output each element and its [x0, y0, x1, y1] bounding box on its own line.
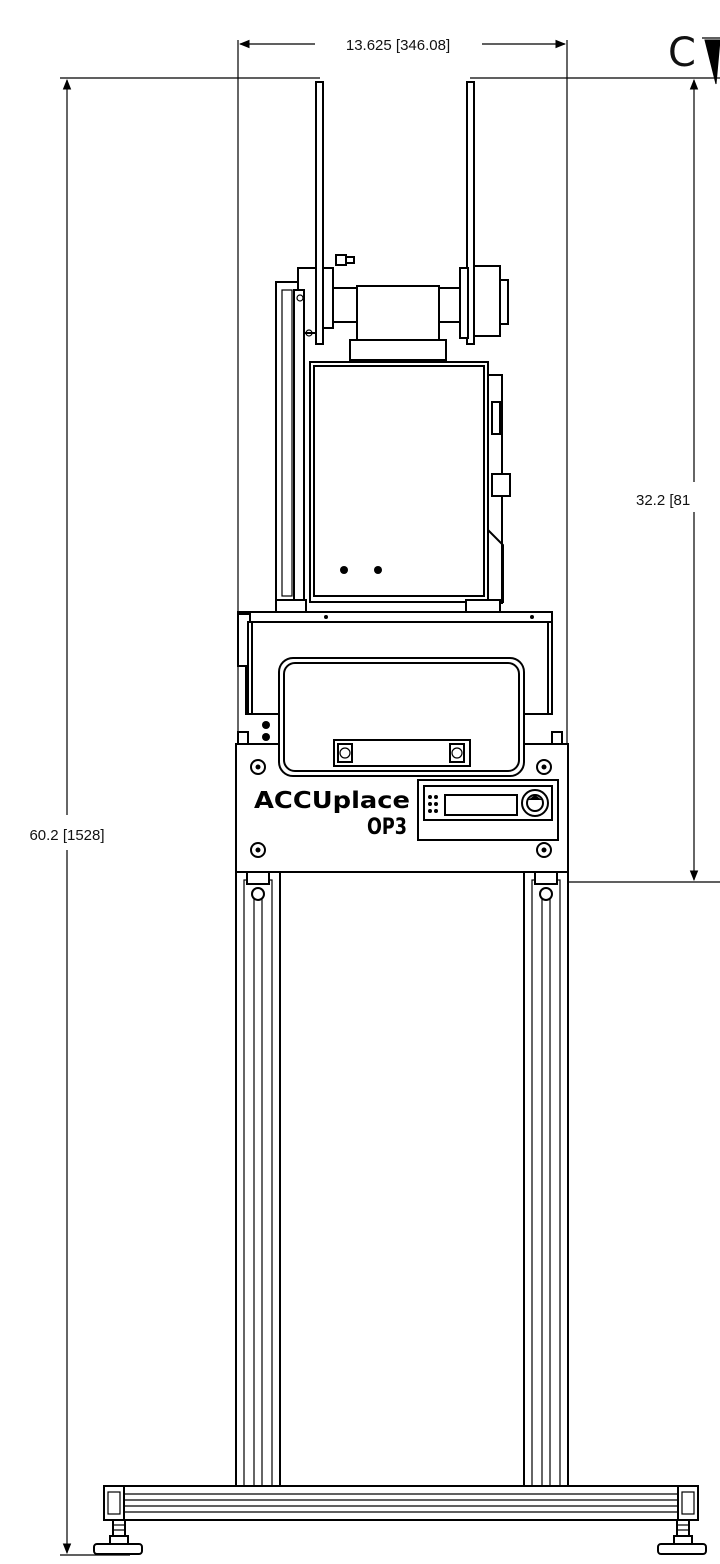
width-dimension-label: 13.625 [346.08]: [346, 37, 450, 54]
control-display-panel: [417, 779, 559, 841]
model-logo: OP3: [367, 815, 407, 840]
section-letter: C: [668, 30, 696, 76]
side-guide: [275, 281, 313, 603]
base-rail: [103, 1485, 699, 1521]
mounting-screws: [250, 759, 552, 858]
height-dimension: 60.2 [1528]: [29, 77, 320, 1556]
section-marker: C: [668, 30, 720, 85]
height-dimension-label: 60.2 [1528]: [29, 827, 104, 844]
stand-columns: [235, 871, 569, 1503]
head-housing: [275, 361, 511, 613]
brand-logo: ACCUplace: [254, 788, 410, 814]
label-window: [278, 657, 525, 777]
top-unit-height-dimension: 32.2 [81: [470, 77, 720, 883]
top-unit-height-label: 32.2 [81: [636, 492, 690, 509]
leveling-feet: [93, 1519, 707, 1555]
reel-arms: [297, 81, 509, 361]
